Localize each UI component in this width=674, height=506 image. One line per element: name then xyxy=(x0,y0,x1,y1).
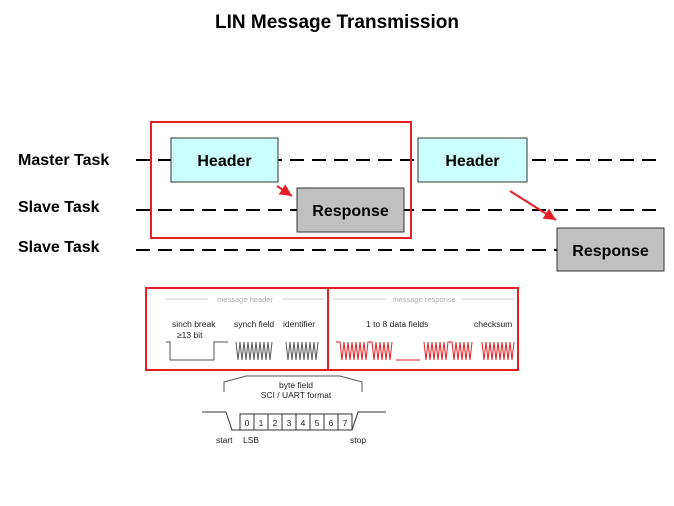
message-header-label: message header xyxy=(217,295,273,304)
header-box-2 xyxy=(417,137,528,183)
response-box-1-label: Response xyxy=(312,203,389,220)
bit-7: 7 xyxy=(343,418,348,428)
synch-field-waveform xyxy=(235,341,273,361)
first-transaction-highlight xyxy=(150,121,412,239)
message-response-label: message response xyxy=(392,295,455,304)
checksum-waveform xyxy=(481,341,515,361)
master-task-label: Master Task xyxy=(18,152,110,169)
slave-task-label-2: Slave Task xyxy=(18,239,100,256)
response-box-1 xyxy=(296,187,405,233)
arrow-header1-to-response1 xyxy=(276,184,293,197)
data-fields-waveform xyxy=(336,341,473,361)
checksum-label: checksum xyxy=(474,319,512,329)
header-box-1-label: Header xyxy=(197,153,251,170)
slave-task-label-1: Slave Task xyxy=(18,199,100,216)
arrow-header2-to-response2 xyxy=(509,190,557,221)
header-box-2-label: Header xyxy=(445,153,499,170)
response-box-2-label: Response xyxy=(572,243,649,260)
sinch-break-bits-label: ≥13 bit xyxy=(177,330,203,340)
bit-0: 0 xyxy=(245,418,250,428)
page-title: LIN Message Transmission xyxy=(215,12,459,33)
response-box-2 xyxy=(556,227,665,272)
bit-3: 3 xyxy=(287,418,292,428)
bit-1: 1 xyxy=(259,418,264,428)
start-bit xyxy=(225,411,240,431)
data-fields-label: 1 to 8 data fields xyxy=(366,319,428,329)
start-label: start xyxy=(216,435,233,445)
byte-bit-dividers xyxy=(253,414,339,430)
bit-5: 5 xyxy=(315,418,320,428)
byte-field-label: byte field xyxy=(279,380,313,390)
stop-label: stop xyxy=(350,435,366,445)
identifier-label: identifier xyxy=(283,319,315,329)
sinch-break-waveform xyxy=(166,341,228,361)
bit-2: 2 xyxy=(273,418,278,428)
stop-bit xyxy=(351,411,386,431)
identifier-waveform xyxy=(285,341,319,361)
lsb-label: LSB xyxy=(243,435,259,445)
sinch-break-label: sinch break xyxy=(172,319,216,329)
bit-4: 4 xyxy=(301,418,306,428)
byte-field-format-label: SCI / UART format xyxy=(261,390,332,400)
message-response-frame xyxy=(327,287,519,371)
synch-field-label: synch field xyxy=(234,319,274,329)
bit-6: 6 xyxy=(329,418,334,428)
byte-field-bracket xyxy=(223,375,363,392)
header-box-1 xyxy=(170,137,279,183)
